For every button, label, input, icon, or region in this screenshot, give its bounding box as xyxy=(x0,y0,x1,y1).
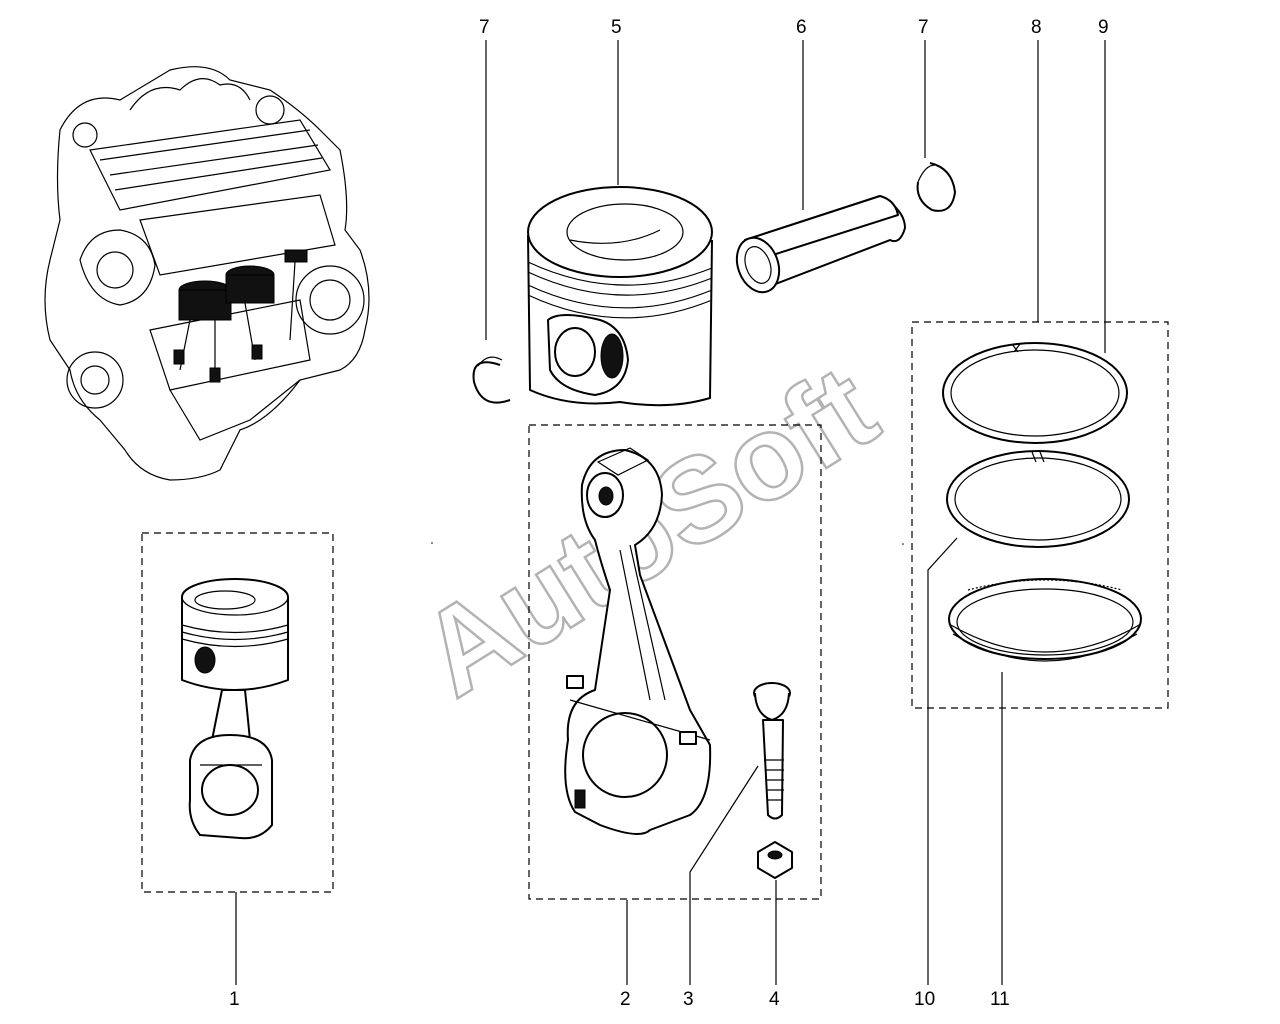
rod-nut-illustration xyxy=(757,841,793,879)
callout-7-right: 7 xyxy=(918,17,929,38)
callout-4: 4 xyxy=(769,989,780,1010)
callout-10: 10 xyxy=(914,989,935,1010)
scan-dot xyxy=(902,543,904,545)
piston-rod-assembly-illustration xyxy=(181,578,289,840)
callout-6: 6 xyxy=(796,17,807,38)
callout-5: 5 xyxy=(611,17,622,38)
oil-control-ring-illustration xyxy=(948,578,1142,662)
callout-1: 1 xyxy=(229,989,240,1010)
compression-ring-top-illustration xyxy=(942,342,1128,444)
callout-8: 8 xyxy=(1031,17,1042,38)
circlip-left-illustration xyxy=(472,356,511,404)
piston-illustration xyxy=(527,186,713,407)
leader-3 xyxy=(689,765,759,985)
rod-bolt-illustration xyxy=(753,682,791,820)
group-box-connecting-rod xyxy=(528,424,822,900)
connecting-rod-illustration xyxy=(564,447,712,835)
group-box-piston-rings xyxy=(911,321,1169,709)
piston-pin-illustration xyxy=(735,195,906,294)
callout-3: 3 xyxy=(683,989,694,1010)
callout-9: 9 xyxy=(1098,17,1109,38)
circlip-right-illustration xyxy=(916,162,956,212)
callout-11: 11 xyxy=(990,989,1010,1010)
callout-7-left: 7 xyxy=(479,17,490,38)
compression-ring-second-illustration xyxy=(946,450,1130,548)
engine-overview-illustration xyxy=(44,66,370,481)
leader-10 xyxy=(927,537,958,985)
scan-dot xyxy=(431,542,433,544)
callout-2: 2 xyxy=(620,989,631,1010)
